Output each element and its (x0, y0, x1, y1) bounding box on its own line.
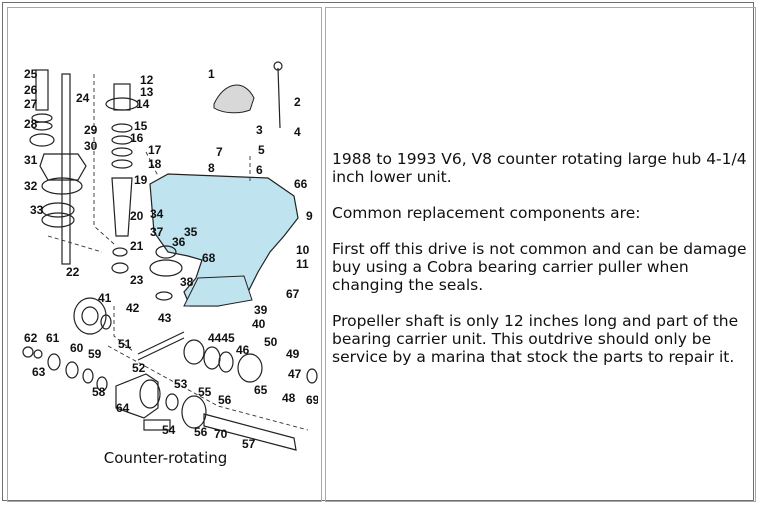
svg-text:29: 29 (84, 123, 98, 137)
svg-text:56: 56 (218, 393, 232, 407)
svg-text:67: 67 (286, 287, 300, 301)
svg-text:15: 15 (134, 119, 148, 133)
description-paragraph: Propeller shaft is only 12 inches long a… (332, 312, 739, 366)
svg-text:66: 66 (294, 177, 308, 191)
svg-text:9: 9 (306, 209, 313, 223)
svg-text:70: 70 (214, 427, 228, 441)
svg-text:1: 1 (208, 67, 215, 81)
svg-text:16: 16 (130, 131, 144, 145)
svg-text:30: 30 (84, 139, 98, 153)
svg-text:43: 43 (158, 311, 172, 325)
svg-text:11: 11 (296, 257, 309, 271)
svg-text:41: 41 (98, 291, 112, 305)
description-paragraph: 1988 to 1993 V6, V8 counter rotating lar… (332, 150, 747, 186)
svg-text:59: 59 (88, 347, 102, 361)
svg-text:5: 5 (258, 143, 265, 157)
svg-text:55: 55 (198, 385, 212, 399)
svg-text:3: 3 (256, 123, 263, 137)
diagram-cell: 25 26 27 28 24 29 30 31 32 33 12 13 14 1… (7, 7, 322, 502)
diagram-caption: Counter-rotating (103, 449, 228, 467)
skeg (183, 275, 253, 307)
svg-text:19: 19 (134, 173, 148, 187)
svg-text:62: 62 (24, 331, 38, 345)
svg-text:18: 18 (148, 157, 162, 171)
description-paragraph: First off this drive is not common and c… (332, 240, 747, 294)
svg-text:40: 40 (252, 317, 266, 331)
description-text: 1988 to 1993 V6, V8 counter rotating lar… (332, 150, 752, 384)
svg-text:61: 61 (46, 331, 60, 345)
svg-text:31: 31 (24, 153, 38, 167)
svg-text:53: 53 (174, 377, 188, 391)
svg-text:56: 56 (194, 425, 208, 439)
svg-text:14: 14 (136, 97, 150, 111)
part-number-labels: 25 26 27 28 24 29 30 31 32 33 12 13 14 1… (24, 67, 318, 451)
svg-text:35: 35 (184, 225, 198, 239)
svg-text:64: 64 (116, 401, 130, 415)
svg-text:38: 38 (180, 275, 194, 289)
svg-text:32: 32 (24, 179, 38, 193)
description-paragraph: Common replacement components are: (332, 204, 641, 222)
svg-text:69: 69 (306, 393, 318, 407)
description-cell: 1988 to 1993 V6, V8 counter rotating lar… (325, 7, 756, 502)
svg-text:52: 52 (132, 361, 146, 375)
svg-text:39: 39 (254, 303, 268, 317)
svg-text:63: 63 (32, 365, 46, 379)
svg-text:34: 34 (150, 207, 164, 221)
svg-text:6: 6 (256, 163, 263, 177)
svg-text:21: 21 (130, 239, 144, 253)
svg-text:4: 4 (294, 125, 301, 139)
svg-text:23: 23 (130, 273, 144, 287)
svg-text:36: 36 (172, 235, 186, 249)
svg-text:12: 12 (140, 73, 154, 87)
svg-text:4445: 4445 (208, 331, 235, 345)
svg-text:48: 48 (282, 391, 296, 405)
svg-text:46: 46 (236, 343, 250, 357)
svg-text:58: 58 (92, 385, 106, 399)
svg-text:13: 13 (140, 85, 154, 99)
svg-text:27: 27 (24, 97, 38, 111)
svg-text:28: 28 (24, 117, 38, 131)
svg-text:7: 7 (216, 145, 223, 159)
svg-text:26: 26 (24, 83, 38, 97)
svg-text:10: 10 (296, 243, 310, 257)
exploded-parts-diagram: 25 26 27 28 24 29 30 31 32 33 12 13 14 1… (22, 61, 318, 451)
svg-text:42: 42 (126, 301, 140, 315)
svg-text:33: 33 (30, 203, 44, 217)
svg-text:51: 51 (118, 337, 132, 351)
svg-text:22: 22 (66, 265, 80, 279)
svg-text:60: 60 (70, 341, 84, 355)
svg-text:24: 24 (76, 91, 90, 105)
svg-text:49: 49 (286, 347, 300, 361)
svg-text:54: 54 (162, 423, 176, 437)
svg-text:17: 17 (148, 143, 162, 157)
svg-text:2: 2 (294, 95, 301, 109)
svg-text:37: 37 (150, 225, 164, 239)
cover-part (213, 84, 255, 114)
svg-text:65: 65 (254, 383, 268, 397)
svg-text:68: 68 (202, 251, 216, 265)
svg-text:57: 57 (242, 437, 256, 451)
svg-text:25: 25 (24, 67, 38, 81)
svg-text:50: 50 (264, 335, 278, 349)
svg-text:47: 47 (288, 367, 302, 381)
svg-text:20: 20 (130, 209, 144, 223)
svg-text:8: 8 (208, 161, 215, 175)
